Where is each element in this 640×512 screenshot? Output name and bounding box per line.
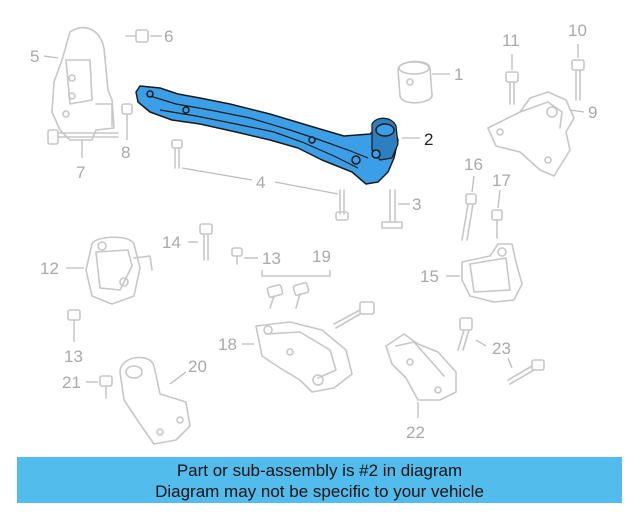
part-3-stud bbox=[381, 189, 403, 229]
part-13-nut-left bbox=[67, 309, 81, 331]
leader-19-bracket bbox=[261, 270, 331, 277]
part-17-nut bbox=[491, 209, 503, 239]
leader-5 bbox=[43, 55, 59, 59]
callout-22: 22 bbox=[406, 423, 425, 442]
leader-20 bbox=[169, 371, 187, 385]
caption-line-2: Diagram may not be specific to your vehi… bbox=[155, 482, 484, 501]
part-12-mount bbox=[85, 236, 153, 305]
callout-13a: 13 bbox=[64, 347, 83, 366]
callout-7: 7 bbox=[76, 163, 85, 182]
callout-4: 4 bbox=[256, 173, 265, 192]
leader-4a bbox=[181, 167, 253, 181]
callout-19: 19 bbox=[312, 247, 331, 266]
callout-20: 20 bbox=[188, 357, 207, 376]
part-9-mount-bracket bbox=[487, 91, 575, 177]
part-14-bolt bbox=[199, 223, 213, 261]
part-19-bolts bbox=[266, 282, 375, 329]
part-22-bracket bbox=[385, 333, 457, 401]
part-6-nut bbox=[125, 29, 149, 43]
part-15-mount bbox=[461, 243, 523, 303]
callout-15: 15 bbox=[420, 267, 439, 286]
caption-banner: Part or sub-assembly is #2 in diagram Di… bbox=[17, 457, 622, 503]
caption-line-1: Part or sub-assembly is #2 in diagram bbox=[176, 461, 463, 480]
part-10-bolt bbox=[571, 59, 585, 101]
callout-14: 14 bbox=[162, 233, 181, 252]
callout-21: 21 bbox=[62, 373, 81, 392]
callout-16: 16 bbox=[464, 155, 483, 174]
part-7-bolt bbox=[47, 129, 119, 145]
callout-11: 11 bbox=[502, 31, 520, 50]
callout-3: 3 bbox=[412, 195, 421, 214]
leader-9 bbox=[569, 109, 585, 113]
part-23-bolts bbox=[457, 317, 545, 385]
callout-10: 10 bbox=[568, 21, 587, 40]
leader-23b bbox=[507, 357, 513, 369]
part-16-bolt bbox=[461, 193, 477, 241]
callout-5: 5 bbox=[30, 47, 39, 66]
part-21-bolt bbox=[99, 375, 113, 399]
callout-9: 9 bbox=[588, 103, 597, 122]
leader-23a bbox=[475, 339, 487, 347]
leader-4b bbox=[274, 181, 339, 195]
callout-13b: 13 bbox=[262, 249, 281, 268]
callout-23: 23 bbox=[492, 339, 511, 358]
part-4-bolts bbox=[171, 139, 349, 221]
callout-18: 18 bbox=[218, 335, 237, 354]
callout-12: 12 bbox=[40, 259, 59, 278]
callout-2: 2 bbox=[424, 130, 433, 149]
callout-8: 8 bbox=[121, 143, 130, 162]
callout-17: 17 bbox=[492, 171, 511, 190]
part-11-bolt bbox=[505, 71, 519, 105]
part-2-crossmember bbox=[135, 85, 399, 185]
parts-diagram: 5 6 7 8 2 1 bbox=[30, 21, 597, 445]
leader-17 bbox=[497, 189, 501, 209]
leader-16 bbox=[471, 175, 475, 193]
callout-1: 1 bbox=[454, 65, 463, 84]
callout-6: 6 bbox=[164, 27, 173, 46]
part-1-mount bbox=[397, 60, 433, 104]
part-18-bracket bbox=[255, 321, 353, 393]
part-8-bolt bbox=[121, 103, 133, 129]
part-20-mount bbox=[119, 356, 191, 445]
part-13-nut-center bbox=[231, 247, 243, 265]
part-5-bracket bbox=[51, 26, 115, 141]
